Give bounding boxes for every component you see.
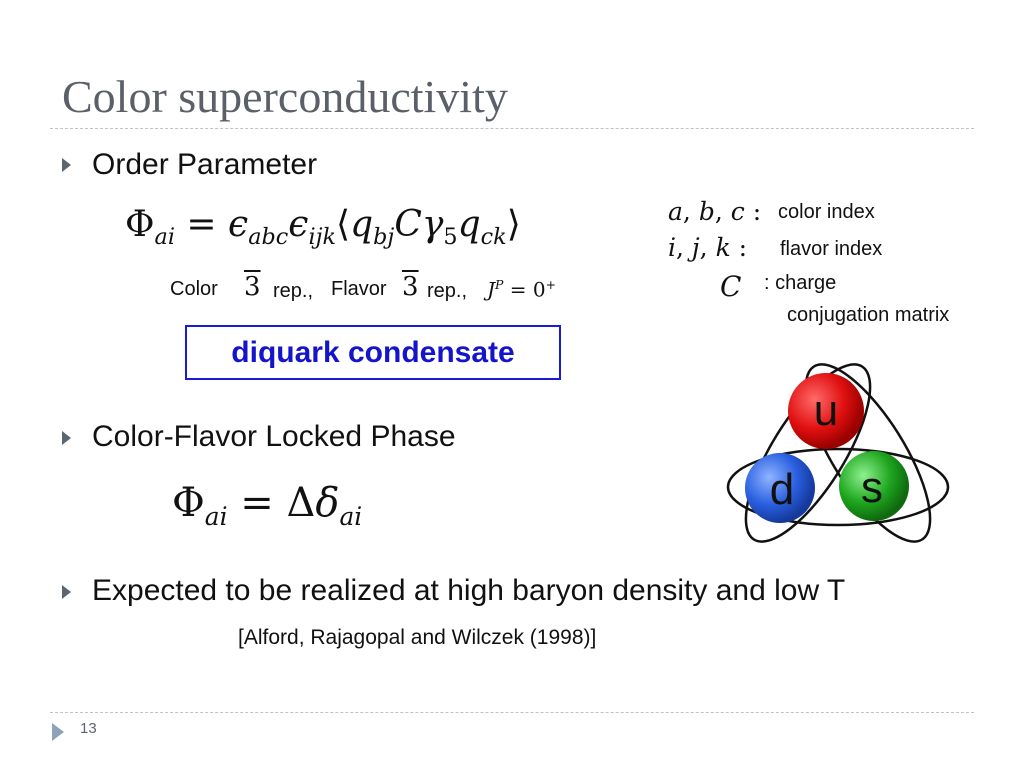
bullet-order-parameter: Order Parameter — [92, 148, 318, 181]
charge-conjugation-symbol: C — [720, 270, 742, 303]
color-rep-label: rep., — [273, 280, 314, 302]
color-index-label: color index — [778, 201, 875, 223]
flavor-rep-label: rep., — [427, 280, 468, 302]
orbit-ellipse-horizontal — [726, 447, 950, 527]
orbit-ellipse-right — [804, 363, 932, 543]
quark-triangle-diagram: u d s — [726, 363, 950, 543]
bullet-arrow-icon — [62, 585, 71, 599]
bullet-expected: Expected to be realized at high baryon d… — [92, 574, 846, 607]
page-number: 13 — [80, 720, 97, 737]
footer-divider — [50, 712, 974, 713]
color-index-symbols: a, b, c : — [668, 197, 762, 226]
up-quark-ball — [788, 373, 864, 449]
charge-label: : charge — [764, 272, 837, 294]
diquark-condensate-box: diquark condensate — [185, 325, 561, 380]
flavor-index-label: flavor index — [780, 238, 883, 260]
flavor-word: Flavor — [331, 278, 387, 300]
reference-citation: [Alford, Rajagopal and Wilczek (1998)] — [238, 626, 597, 649]
down-quark-ball — [745, 453, 815, 523]
down-quark-label: d — [770, 465, 794, 514]
bullet-arrow-icon — [62, 431, 71, 445]
strange-quark-ball — [839, 451, 909, 521]
bullet-arrow-icon — [62, 158, 71, 172]
up-quark-label: u — [814, 386, 838, 435]
order-parameter-equation: Φai = ϵabcϵijk⟨qbjCγ5qck⟩ — [125, 204, 521, 251]
color-word: Color — [170, 278, 218, 300]
flavor-antitriplet: 3 — [402, 272, 419, 302]
conjugation-matrix-label: conjugation matrix — [787, 304, 950, 326]
slide-title: Color superconductivity — [62, 71, 508, 122]
flavor-index-symbols: i, j, k : — [668, 233, 748, 262]
cfl-equation: Φai = Δδai — [172, 480, 363, 531]
title-divider — [50, 128, 974, 129]
strange-quark-label: s — [861, 463, 883, 512]
spin-parity-equation: JP = 0+ — [487, 277, 556, 302]
color-antitriplet: 3 — [244, 272, 261, 302]
slide-nav-arrow-icon — [52, 723, 64, 741]
bullet-cfl-phase: Color-Flavor Locked Phase — [92, 420, 456, 453]
